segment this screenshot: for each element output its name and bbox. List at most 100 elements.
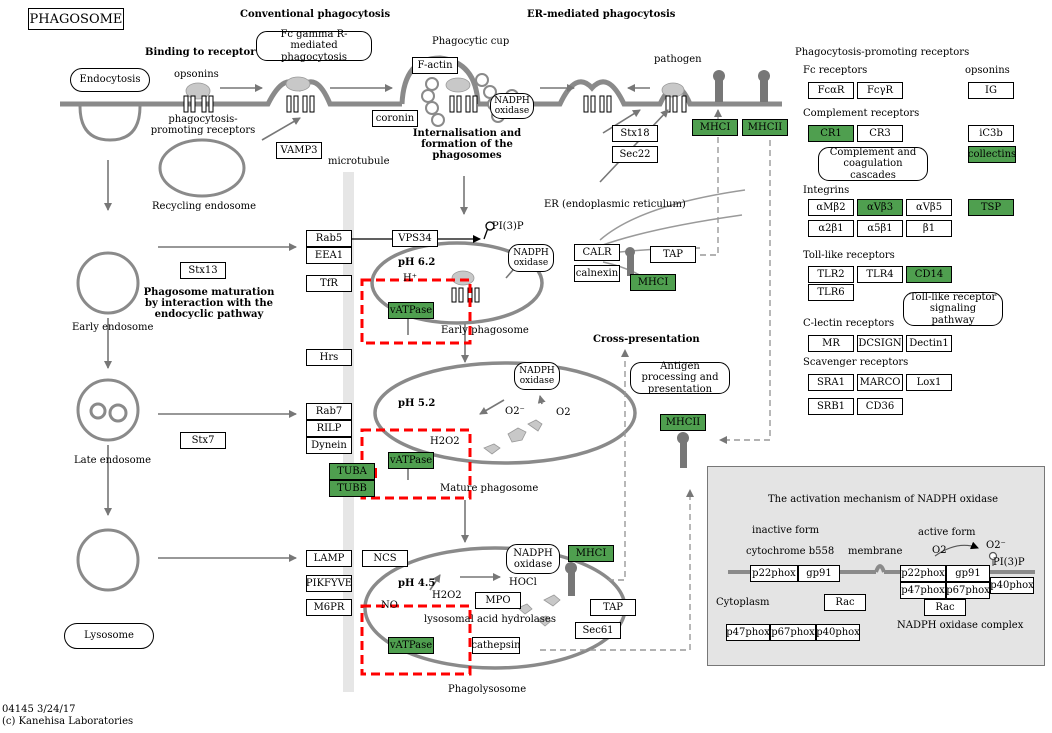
gene-dcsign[interactable]: DCSIGN (857, 335, 903, 352)
late-endosome-label: Late endosome (74, 455, 152, 466)
gene-avb5[interactable]: αVβ5 (906, 199, 952, 216)
gene-calnexin[interactable]: calnexin (574, 265, 620, 282)
nadph-oxidase-early[interactable]: NADPH oxidase (508, 244, 554, 272)
gene-eea1[interactable]: EEA1 (306, 247, 352, 264)
gene-mhci-top[interactable]: MHCI (692, 119, 738, 136)
gene-vatpase-early[interactable]: vATPase (388, 302, 434, 319)
nadph-oxidase-cup[interactable]: NADPH oxidase (490, 93, 534, 119)
gene-gp91-inactive[interactable]: gp91 (798, 565, 840, 582)
gene-a2b1[interactable]: α2β1 (808, 220, 854, 237)
gene-rilp[interactable]: RILP (306, 420, 352, 437)
tlr-label: Toll-like receptors (803, 250, 895, 261)
gene-p22phox-active[interactable]: p22phox (900, 565, 946, 582)
complement-cascades-link[interactable]: Complement and coagulation cascades (818, 147, 928, 181)
gene-avb3[interactable]: αVβ3 (857, 199, 903, 216)
gene-sec61[interactable]: Sec61 (575, 622, 621, 639)
gene-rac-active[interactable]: Rac (924, 599, 966, 616)
fc-gamma-link[interactable]: Fc gamma R-mediated phagocytosis (256, 29, 372, 63)
gene-mhci-lyso[interactable]: MHCI (568, 545, 614, 562)
gene-m6pr[interactable]: M6PR (306, 599, 352, 616)
gene-srb1[interactable]: SRB1 (808, 398, 854, 415)
mhc-glyphs (565, 70, 770, 596)
antigen-processing-link[interactable]: Antigen processing and presentation (630, 361, 730, 395)
gene-factin[interactable]: F-actin (412, 57, 458, 74)
highlight-boxes (360, 278, 472, 676)
pathogen-label: pathogen (654, 54, 702, 65)
o2-minus-label: O2⁻ (505, 406, 525, 417)
gene-lamp[interactable]: LAMP (306, 550, 352, 567)
gene-cr1[interactable]: CR1 (808, 125, 854, 142)
er-mediated-phagocytosis-header: ER-mediated phagocytosis (527, 9, 676, 20)
gene-mpo[interactable]: MPO (475, 592, 521, 609)
gene-mhcii-top[interactable]: MHCII (742, 119, 788, 136)
h-plus-label: H⁺ (403, 273, 417, 284)
gene-gp91-active[interactable]: gp91 (946, 565, 990, 582)
gene-lox1[interactable]: Lox1 (906, 374, 952, 391)
gene-dectin1[interactable]: Dectin1 (906, 335, 952, 352)
gene-mr[interactable]: MR (808, 335, 854, 352)
integrins-label: Integrins (803, 185, 850, 196)
gene-ig[interactable]: IG (968, 82, 1014, 99)
gene-ncs[interactable]: NCS (362, 550, 408, 567)
cross-presentation-header: Cross-presentation (593, 334, 700, 345)
gene-calr[interactable]: CALR (574, 244, 620, 261)
active-form-label: active form (918, 527, 976, 538)
gene-p47phox-active[interactable]: p47phox (900, 582, 946, 599)
gene-vatpase-lyso[interactable]: vATPase (388, 637, 434, 654)
gene-rab5[interactable]: Rab5 (306, 230, 352, 247)
gene-tubb[interactable]: TUBB (329, 480, 375, 497)
gene-b1[interactable]: β1 (906, 220, 952, 237)
gene-sec22[interactable]: Sec22 (612, 146, 658, 163)
gene-amb2[interactable]: αMβ2 (808, 199, 854, 216)
gene-sra1[interactable]: SRA1 (808, 374, 854, 391)
gene-mhci-er[interactable]: MHCI (630, 274, 676, 291)
gene-rac-inactive[interactable]: Rac (824, 594, 866, 611)
gene-stx7[interactable]: Stx7 (180, 432, 226, 449)
gene-rab7[interactable]: Rab7 (306, 403, 352, 420)
gene-cd14[interactable]: CD14 (906, 266, 952, 283)
gene-p47phox-inactive[interactable]: p47phox (726, 624, 770, 641)
nadph-oxidase-mature[interactable]: NADPH oxidase (514, 362, 560, 390)
gene-p67phox-active[interactable]: p67phox (946, 582, 990, 599)
phagolysosome-label: Phagolysosome (448, 684, 527, 695)
cytoplasm-label: Cytoplasm (716, 597, 770, 608)
lysosome-link[interactable]: Lysosome (64, 623, 154, 649)
gene-fcar[interactable]: FcαR (808, 82, 854, 99)
gene-tfr[interactable]: TfR (306, 275, 352, 292)
gene-collectins[interactable]: collectins (968, 146, 1016, 163)
gene-stx18[interactable]: Stx18 (612, 125, 658, 142)
gene-pikfyve[interactable]: PIKFYVE (306, 575, 352, 592)
dashed-arrows (540, 109, 771, 651)
gene-p40phox-inactive[interactable]: p40phox (816, 624, 860, 641)
gene-a5b1[interactable]: α5β1 (857, 220, 903, 237)
gene-p67phox-inactive[interactable]: p67phox (770, 624, 816, 641)
complement-receptors-label: Complement receptors (803, 108, 920, 119)
nadph-oxidase-lyso[interactable]: NADPH oxidase (506, 544, 560, 574)
gene-ic3b[interactable]: iC3b (968, 125, 1014, 142)
gene-dynein[interactable]: Dynein (306, 437, 352, 454)
gene-cr3[interactable]: CR3 (857, 125, 903, 142)
gene-cathepsin[interactable]: cathepsin (472, 637, 520, 654)
gene-tuba[interactable]: TUBA (329, 463, 375, 480)
gene-vatpase-mature[interactable]: vATPase (388, 452, 434, 469)
gene-tsp[interactable]: TSP (968, 199, 1014, 216)
gene-vps34[interactable]: VPS34 (392, 230, 438, 247)
gene-tlr2[interactable]: TLR2 (808, 266, 854, 283)
gene-coronin[interactable]: coronin (372, 110, 418, 127)
gene-vamp3[interactable]: VAMP3 (276, 142, 322, 159)
gene-tlr4[interactable]: TLR4 (857, 266, 903, 283)
gene-tlr6[interactable]: TLR6 (808, 284, 854, 301)
gene-fcyr[interactable]: FcγR (857, 82, 903, 99)
gene-p40phox-active[interactable]: p40phox (990, 577, 1034, 594)
gene-stx13[interactable]: Stx13 (180, 262, 226, 279)
gene-marco[interactable]: MARCO (857, 374, 903, 391)
endocytosis-link[interactable]: Endocytosis (70, 68, 150, 92)
gene-mhcii-mid[interactable]: MHCII (660, 414, 706, 431)
gene-p22phox-inactive[interactable]: p22phox (750, 565, 798, 582)
gene-cd36[interactable]: CD36 (857, 398, 903, 415)
gene-tap-lyso[interactable]: TAP (590, 599, 636, 616)
tlr-pathway-link[interactable]: Toll-like receptor signaling pathway (903, 292, 1003, 326)
gene-hrs[interactable]: Hrs (306, 349, 352, 366)
lysosomal-hydrolases-label: lysosomal acid hydrolases (424, 614, 556, 625)
gene-tap-top[interactable]: TAP (650, 246, 696, 263)
